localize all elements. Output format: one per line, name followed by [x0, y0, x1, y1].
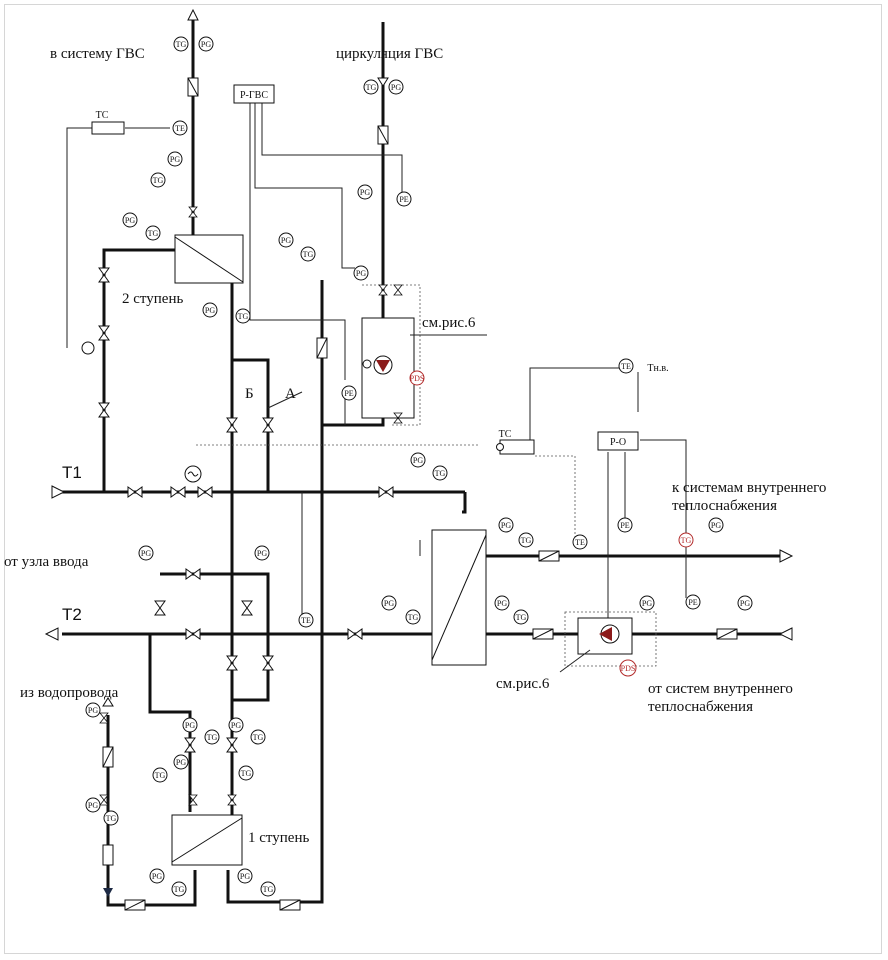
svg-text:TG: TG [681, 536, 692, 545]
temp-controller-top: ТС [91, 110, 125, 135]
svg-text:TE: TE [301, 616, 311, 625]
instruments: TG PG TE PG TG PG TG PG TG PG TG TG PG P… [85, 36, 753, 897]
svg-text:Р-О: Р-О [610, 437, 626, 448]
svg-text:TG: TG [516, 613, 527, 622]
svg-text:TG: TG [174, 885, 185, 894]
svg-text:PG: PG [711, 521, 721, 530]
svg-text:TG: TG [408, 613, 419, 622]
svg-text:PG: PG [141, 549, 151, 558]
svg-text:PG: PG [88, 706, 98, 715]
label-gvs-circulation: циркуляция ГВС [336, 46, 443, 62]
svg-text:TG: TG [238, 312, 249, 321]
label-from-inlet: от узла ввода [4, 554, 89, 570]
svg-text:PG: PG [642, 599, 652, 608]
svg-text:PG: PG [281, 236, 291, 245]
svg-text:TG: TG [303, 250, 314, 259]
label-gvs-system: в систему ГВС [50, 46, 145, 62]
svg-text:PG: PG [205, 306, 215, 315]
svg-text:PG: PG [201, 40, 211, 49]
svg-text:PG: PG [391, 83, 401, 92]
svg-text:TG: TG [155, 771, 166, 780]
svg-text:PDS: PDS [410, 374, 425, 383]
pump-block-top: PDS [361, 317, 425, 419]
svg-text:PG: PG [185, 721, 195, 730]
svg-text:PG: PG [356, 269, 366, 278]
svg-text:ТС: ТС [499, 429, 512, 440]
controller-r-gvs: Р-ГВС [233, 84, 275, 104]
svg-text:TG: TG [148, 229, 159, 238]
svg-text:PG: PG [125, 216, 135, 225]
stage1-label: 1 ступень [248, 830, 309, 846]
label-from-water: из водопровода [20, 685, 119, 701]
svg-text:PE: PE [620, 521, 629, 530]
svg-text:PG: PG [257, 549, 267, 558]
svg-text:TG: TG [366, 83, 377, 92]
svg-text:PG: PG [170, 155, 180, 164]
svg-text:TG: TG [106, 814, 117, 823]
svg-text:TG: TG [153, 176, 164, 185]
svg-text:TG: TG [521, 536, 532, 545]
diagram-frame [4, 4, 882, 954]
control-lines [66, 103, 687, 667]
stage2-label: 2 ступень [122, 291, 183, 307]
label-from-systems-2: теплоснабжения [648, 699, 753, 715]
svg-text:PE: PE [688, 598, 697, 607]
svg-text:PG: PG [497, 599, 507, 608]
svg-text:PG: PG [152, 872, 162, 881]
svg-text:PG: PG [360, 188, 370, 197]
stage2-exchanger [174, 234, 244, 284]
svg-text:TG: TG [241, 769, 252, 778]
temp-controller-mid: ТС [496, 429, 535, 455]
pump-block-bottom: PDS [577, 617, 637, 677]
svg-text:PE: PE [344, 389, 353, 398]
svg-text:PG: PG [240, 872, 250, 881]
label-T2: Т2 [62, 605, 82, 624]
controller-r-o: Р-О [597, 431, 639, 451]
svg-text:TE: TE [621, 362, 631, 371]
heating-exchanger [431, 529, 487, 666]
svg-text:PG: PG [501, 521, 511, 530]
svg-text:TG: TG [207, 733, 218, 742]
svg-text:TE: TE [175, 124, 185, 133]
svg-text:Р-ГВС: Р-ГВС [240, 90, 268, 101]
svg-text:PG: PG [176, 758, 186, 767]
label-to-systems-1: к системам внутреннего [672, 480, 826, 496]
label-T1: Т1 [62, 463, 82, 482]
label-A: А [285, 386, 296, 402]
terminals [44, 8, 794, 897]
flow-meters [102, 77, 738, 911]
svg-text:TG: TG [176, 40, 187, 49]
label-see-fig6-bottom: см.рис.6 [496, 676, 550, 692]
svg-text:PG: PG [231, 721, 241, 730]
svg-text:TG: TG [435, 469, 446, 478]
label-B: Б [245, 386, 254, 402]
svg-text:ТС: ТС [96, 110, 109, 121]
svg-text:PE: PE [399, 195, 408, 204]
svg-text:PG: PG [384, 599, 394, 608]
svg-text:PDS: PDS [621, 664, 636, 673]
label-from-systems-1: от систем внутреннего [648, 681, 793, 697]
svg-text:PG: PG [740, 599, 750, 608]
label-see-fig6-top: см.рис.6 [422, 315, 476, 331]
svg-text:PG: PG [413, 456, 423, 465]
svg-text:TG: TG [253, 733, 264, 742]
svg-text:TE: TE [575, 538, 585, 547]
svg-text:PG: PG [88, 801, 98, 810]
label-to-systems-2: теплоснабжения [672, 498, 777, 514]
label-tnv: Тн.в. [647, 363, 668, 374]
stage1-exchanger [171, 814, 243, 866]
svg-text:TG: TG [263, 885, 274, 894]
